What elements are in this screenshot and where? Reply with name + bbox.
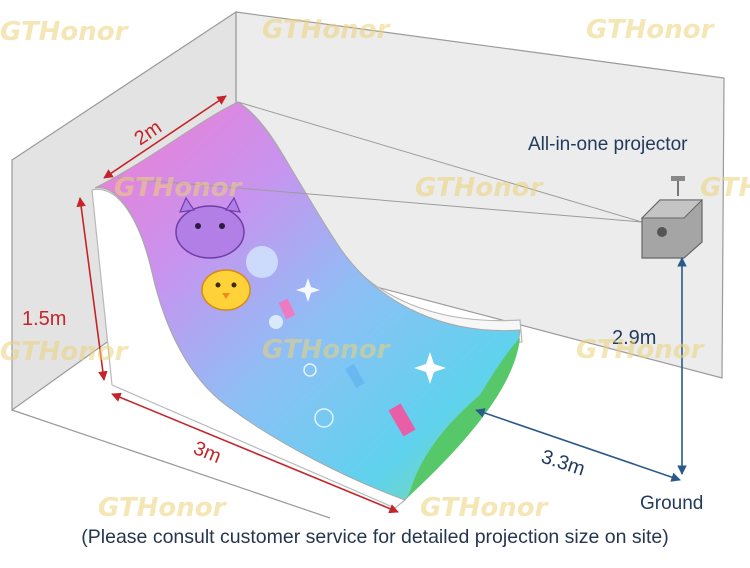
watermark-logo: GTHonor xyxy=(415,173,545,203)
height-2-9m-label: 2.9m xyxy=(612,327,656,349)
watermark-logo: GTHonor xyxy=(576,335,706,365)
projection-beam xyxy=(117,101,643,223)
height-1-5m-label: 1.5m xyxy=(22,308,66,330)
dim-3-3m-arrow xyxy=(475,408,681,482)
watermark-logo: GTHonor xyxy=(700,173,750,203)
watermark-logo: GTHonor xyxy=(114,173,244,203)
dim-2m-arrow xyxy=(103,95,227,179)
labels: All-in-one projector Ground 2.9m 3.3m 2m… xyxy=(22,116,703,514)
bubble-1 xyxy=(246,246,278,278)
projector-group xyxy=(117,101,704,259)
dim-3m-arrow xyxy=(111,392,399,514)
green-hills xyxy=(405,338,520,500)
watermark-logo: GTHonor xyxy=(98,493,228,523)
watermark-logo: GTHonor xyxy=(0,337,130,367)
distance-3-3m-label: 3.3m xyxy=(538,446,587,481)
watermark-logo: GTHonor xyxy=(586,15,716,45)
dim-1-5m-arrow xyxy=(76,197,108,381)
watermark-logo: GTHonor xyxy=(420,493,550,523)
watermarks: GTHonor GTHonor GTHonor GTHonor GTHonor … xyxy=(0,15,750,523)
sparkle xyxy=(414,352,446,384)
watermark-logo: GTHonor xyxy=(0,17,130,47)
screen-decorations xyxy=(175,196,520,500)
projector-label: All-in-one projector xyxy=(528,134,688,155)
caption: (Please consult customer service for det… xyxy=(81,526,669,548)
watermark-logo: GTHonor xyxy=(262,15,392,45)
dimensions xyxy=(76,95,687,514)
watermark-logo: GTHonor xyxy=(262,335,392,365)
ground-label: Ground xyxy=(640,493,703,514)
purple-cat-character xyxy=(175,205,245,259)
length-3m-label: 3m xyxy=(190,437,224,468)
yellow-chick-character xyxy=(201,269,251,311)
